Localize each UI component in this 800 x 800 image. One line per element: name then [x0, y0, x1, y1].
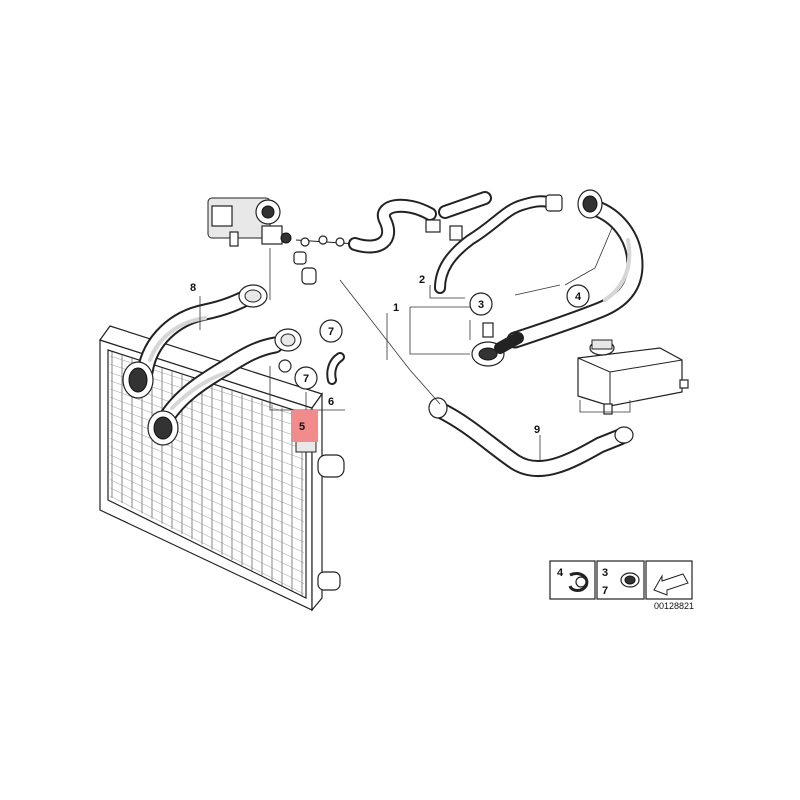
legend-label-3: 3 [602, 567, 608, 579]
hose-2 [434, 194, 563, 294]
hose-4 [471, 189, 644, 367]
callout-4-circle [566, 284, 590, 308]
thermostat-housing [207, 197, 360, 285]
expansion-tank [577, 339, 689, 415]
callout-9: 9 [534, 424, 540, 436]
callout-5-highlight [291, 410, 318, 442]
parts-legend: 4 3 7 00128821 [549, 560, 694, 611]
callout-2: 2 [419, 274, 425, 286]
callout-8: 8 [190, 282, 196, 294]
callout-3: 3 [478, 299, 484, 311]
callout-1: 1 [393, 302, 399, 314]
callout-5: 5 [299, 421, 305, 433]
legend-label-7: 7 [602, 585, 608, 597]
legend-label-4: 4 [557, 567, 564, 579]
hose-lower [147, 328, 302, 446]
callout-7-circle-b [294, 366, 318, 390]
vent-hose [348, 191, 492, 254]
callout-7b: 7 [303, 373, 309, 385]
hose-6 [326, 352, 345, 385]
callout-7a: 7 [328, 326, 334, 338]
callouts: 8 7 7 6 5 2 1 3 4 9 [190, 274, 590, 442]
legend-cell-clamp [549, 560, 596, 600]
arrow-icon [653, 573, 689, 596]
callout-3-circle [469, 292, 493, 316]
callout-6: 6 [328, 396, 334, 408]
leader-lines [199, 227, 631, 460]
hose-8 [122, 284, 268, 399]
diagram-number: 00128821 [654, 601, 694, 611]
callout-4: 4 [575, 291, 582, 303]
callout-7-circle-a [319, 319, 343, 343]
radiator-fins [109, 352, 305, 596]
hose-9 [428, 397, 634, 478]
